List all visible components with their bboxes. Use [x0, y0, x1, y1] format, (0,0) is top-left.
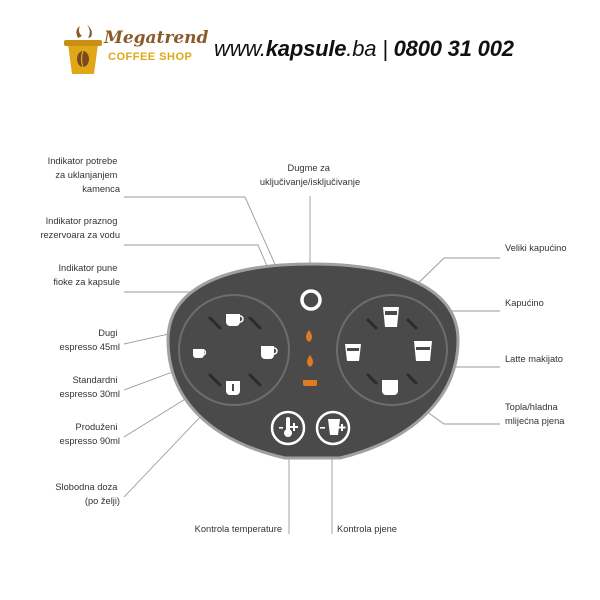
label-empty-tank-indicator: Indikator praznog rezervoara za vodu [40, 216, 120, 240]
left-dial [178, 294, 290, 406]
water-drop-icon [306, 330, 312, 342]
brand-subtitle: COFFEE SHOP [108, 51, 193, 63]
thermometer-icon [286, 417, 290, 431]
free-dose-button[interactable] [226, 381, 240, 395]
phone-number: 0800 31 002 [393, 36, 514, 61]
latte-macchiato-button[interactable] [414, 341, 432, 361]
label-milk-foam: Topla/hladna mlijećna pjena [505, 402, 565, 426]
control-panel [166, 262, 460, 460]
web-main: kapsule [265, 36, 347, 61]
label-foam-control: Kontrola pjene [337, 524, 397, 534]
label-extended-espresso: Produženi espresso 90ml [60, 422, 120, 446]
glass-icon [414, 341, 432, 361]
power-button[interactable] [300, 289, 322, 311]
cappuccino-button[interactable] [345, 344, 361, 361]
cup-icon [382, 380, 398, 395]
label-large-cappuccino: Veliki kapućino [505, 243, 567, 253]
glass-icon [328, 419, 340, 435]
temperature-control-button[interactable] [270, 410, 306, 446]
label-full-drawer-indicator: Indikator pune fioke za kapsule [53, 263, 120, 287]
label-long-espresso: Dugi espresso 45ml [60, 328, 120, 352]
standard-espresso-button[interactable] [193, 349, 207, 358]
right-dial [336, 294, 448, 406]
milk-foam-button[interactable] [382, 380, 398, 395]
cup-icon [226, 314, 240, 326]
glass-icon [345, 344, 361, 361]
long-espresso-button[interactable] [226, 314, 244, 326]
cup-icon [261, 346, 274, 359]
label-free-dose: Slobodna doza (po želji) [55, 482, 120, 506]
web-prefix: www. [214, 36, 266, 61]
coffee-shop-logo [64, 25, 102, 74]
water-drop-icon [307, 355, 313, 367]
header: Megatrend COFFEE SHOP www.kapsule.ba | 0… [0, 0, 600, 92]
foam-control-button[interactable] [315, 410, 351, 446]
glass-icon [383, 307, 399, 327]
capsule-drawer-icon [303, 380, 317, 386]
large-cappuccino-button[interactable] [383, 307, 399, 327]
cup-icon [193, 349, 204, 358]
web-suffix: .ba [346, 36, 377, 61]
extended-espresso-button[interactable] [261, 346, 278, 359]
label-descaling-indicator: Indikator potrebe za uklanjanjem kamenca [48, 156, 121, 194]
power-ring-icon [300, 289, 322, 311]
label-standard-espresso: Standardni espresso 30ml [60, 375, 120, 399]
separator: | [376, 36, 394, 61]
brand-name: Megatrend [104, 28, 209, 48]
label-temperature-control: Kontrola temperature [195, 524, 282, 534]
contact-line: www.kapsule.ba | 0800 31 002 [214, 36, 514, 62]
label-cappuccino: Kapućino [505, 298, 544, 308]
label-latte-macchiato: Latte makijato [505, 354, 563, 364]
label-power-button: Dugme za uključivanje/isključivanje [260, 163, 360, 187]
